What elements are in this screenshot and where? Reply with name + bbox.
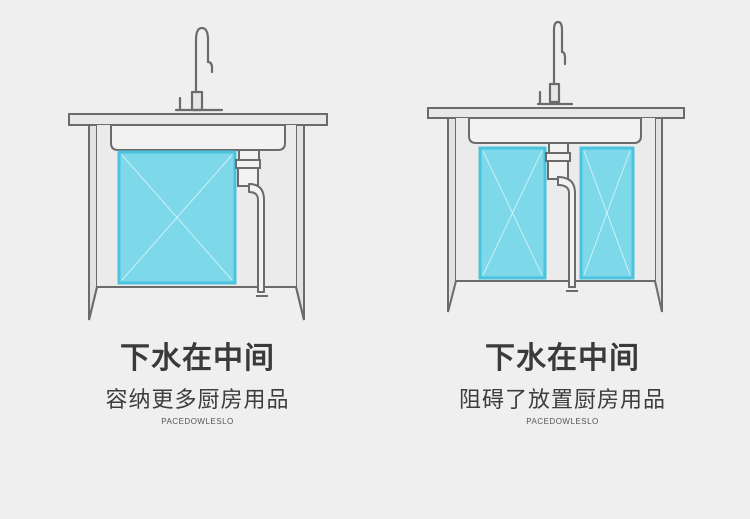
countertop <box>427 107 685 119</box>
storage-box <box>117 150 237 285</box>
countertop <box>68 113 328 126</box>
left-comparison-panel: 下水在中间 容纳更多厨房用品 PACEDOWLESLO <box>68 26 328 426</box>
faucet-icon <box>536 20 574 106</box>
right-sink-cabinet-illustration <box>427 20 685 313</box>
sink-basin <box>110 124 286 151</box>
panel-title: 下水在中间 <box>485 341 640 376</box>
drain-pipe <box>545 142 578 292</box>
panel-caption: PACEDOWLESLO <box>161 417 234 426</box>
storage-box-right <box>579 146 635 280</box>
cabinet-frame <box>447 117 663 313</box>
storage-box-left <box>478 146 547 280</box>
faucet-icon <box>174 26 224 112</box>
drain-pipe <box>235 149 268 297</box>
sink-basin <box>468 117 642 144</box>
right-comparison-panel: 下水在中间 阻碍了放置厨房用品 PACEDOWLESLO <box>375 0 750 519</box>
panel-title: 下水在中间 <box>120 341 275 376</box>
cabinet-frame <box>88 124 305 321</box>
panel-subtitle: 容纳更多厨房用品 <box>105 388 290 413</box>
left-sink-cabinet-illustration <box>68 26 328 321</box>
panel-subtitle: 阻碍了放置厨房用品 <box>458 388 666 413</box>
panel-caption: PACEDOWLESLO <box>526 417 599 426</box>
